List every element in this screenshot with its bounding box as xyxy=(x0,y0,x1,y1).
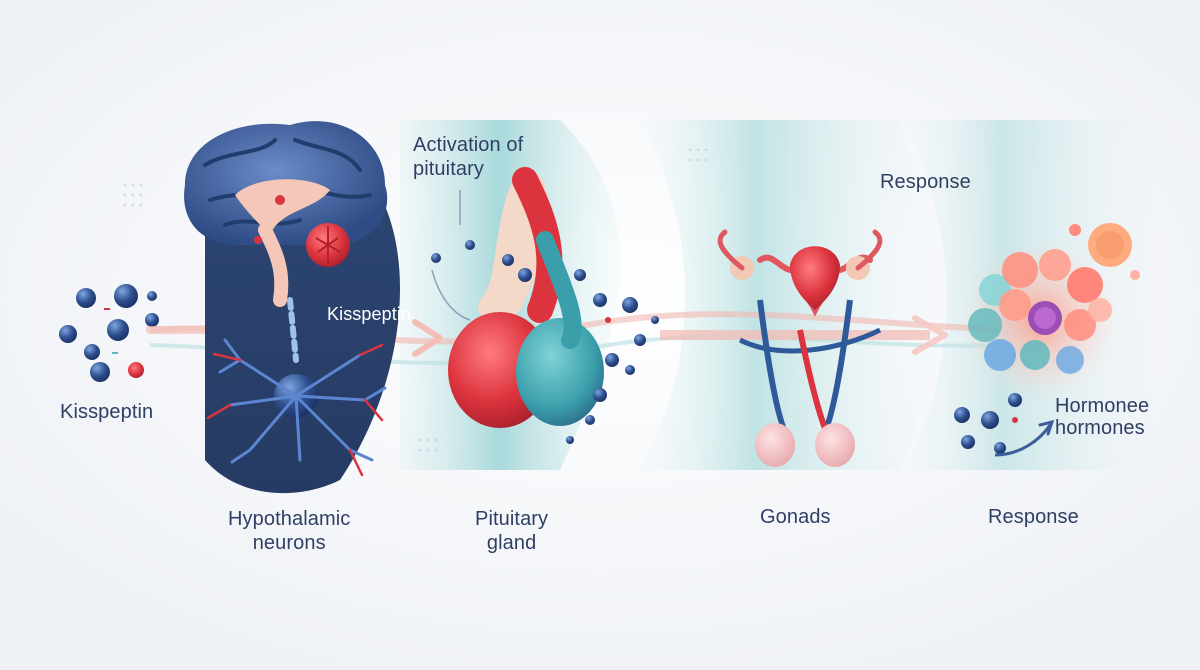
response-label-top: Response xyxy=(880,171,971,193)
response-label-bottom: Response xyxy=(988,506,1079,528)
pituitary-gland-label: Pituitary gland xyxy=(475,508,549,554)
gonads-label: Gonads xyxy=(760,506,831,528)
hypothalamic-neurons-label: Hypothalamic neurons xyxy=(228,508,351,554)
hormone-molecules-middle xyxy=(566,269,659,444)
kisspeptin-arrow-label: Kisspeptin xyxy=(327,304,412,324)
response-cell-cluster-icon xyxy=(960,223,1140,400)
gonads-panel xyxy=(640,120,930,470)
kisspeptin-molecules-left xyxy=(59,284,159,382)
brain-icon xyxy=(184,121,388,307)
gonads-icon xyxy=(717,229,883,467)
activation-of-pituitary-label: Activation of pituitary xyxy=(413,134,524,180)
hormones-label: Hormonee hormones xyxy=(1055,395,1150,439)
hormone-molecules-right xyxy=(954,393,1055,457)
decorative-dots xyxy=(123,148,708,452)
pituitary-gland-icon xyxy=(431,167,604,428)
kisspeptin-label-left: Kisspeptin xyxy=(60,401,154,423)
neuron-icon xyxy=(206,338,387,477)
